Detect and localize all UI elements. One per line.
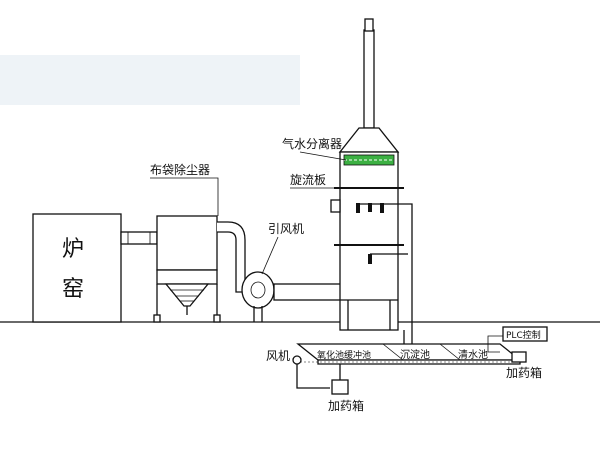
furnace: 炉 窑 <box>32 213 122 323</box>
dosing-tank-left: 加药箱 <box>328 364 364 413</box>
separator-leader <box>299 151 347 161</box>
watermark-band <box>0 55 300 105</box>
oxidation-tank-label: 氧化池缓冲池 <box>317 349 371 361</box>
dosing-right-label: 加药箱 <box>506 365 542 380</box>
tank-system: 氧化池缓冲池 沉淀池 清水池 <box>296 330 522 365</box>
blower: 风机 <box>266 349 330 389</box>
separator-label: 气水分离器 <box>282 136 342 151</box>
furnace-label-2: 窑 <box>62 277 84 302</box>
clear-tank-label: 清水池 <box>458 348 488 361</box>
furnace-label-1: 炉 <box>62 237 84 262</box>
clear-water-pipe <box>487 344 500 353</box>
dosing-tank-right: 加药箱 <box>506 351 542 380</box>
settling-tank-label: 沉淀池 <box>400 348 430 361</box>
duct-furnace-to-filter <box>120 231 158 245</box>
blower-label: 风机 <box>266 349 290 363</box>
induced-fan-label: 引风机 <box>268 222 304 236</box>
induced-fan-leader <box>261 236 279 275</box>
plc-box: PLC控制 <box>487 326 548 344</box>
bag-filter-label: 布袋除尘器 <box>150 162 210 177</box>
swirl-plate-label: 旋流板 <box>290 173 326 187</box>
plc-label: PLC控制 <box>506 329 541 341</box>
induced-fan <box>241 271 275 322</box>
bag-filter <box>153 215 221 323</box>
dosing-left-label: 加药箱 <box>328 398 364 413</box>
bag-filter-leader <box>150 177 219 216</box>
scrubber-tower <box>330 18 413 344</box>
